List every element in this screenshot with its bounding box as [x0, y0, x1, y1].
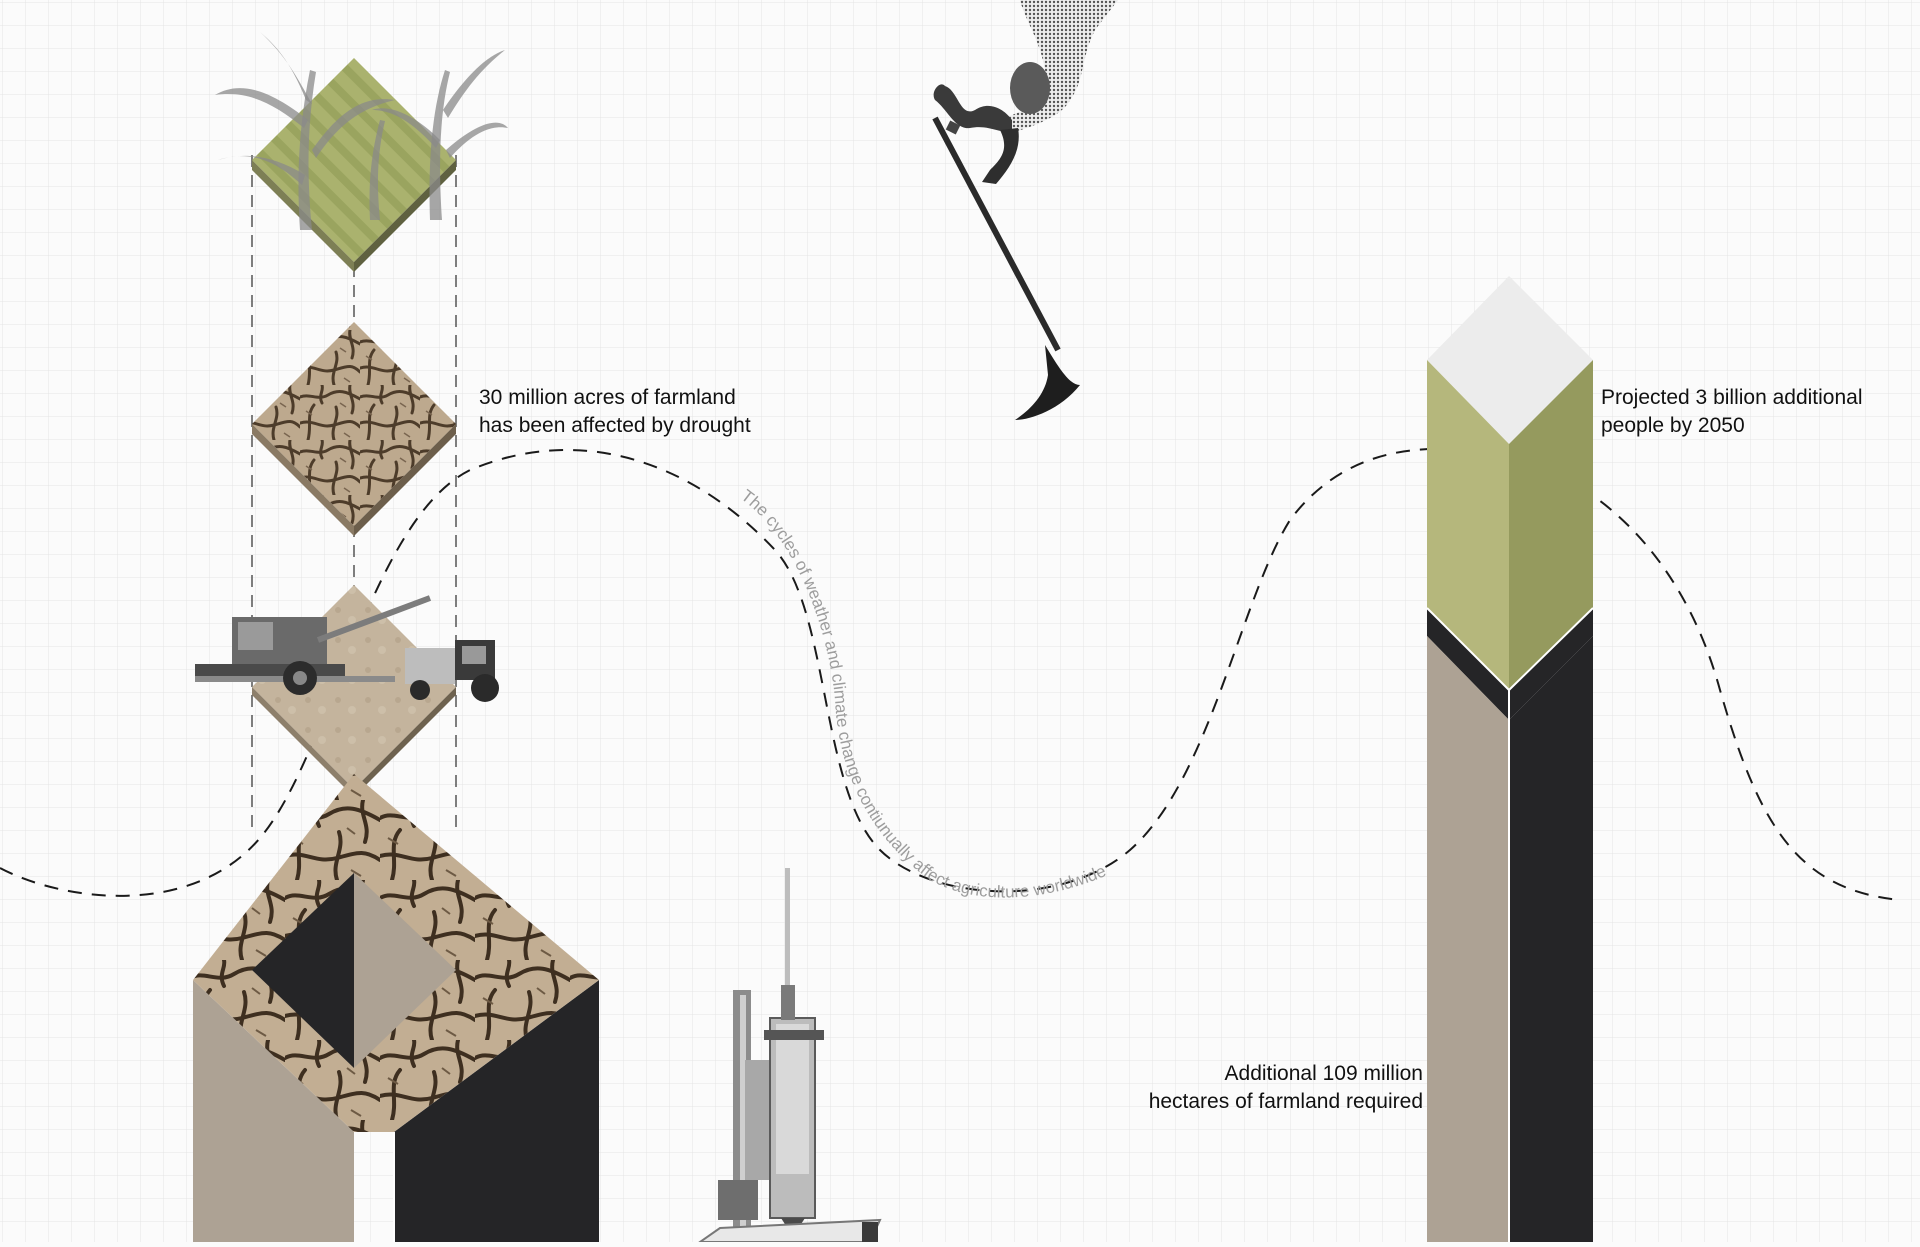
3d-printer-icon [696, 868, 882, 1243]
farmland-caption-line-1: Additional 109 million [1224, 1062, 1423, 1085]
farmland-required-caption: Additional 109 million hectares of farml… [1080, 1060, 1423, 1116]
drought-caption-line-2: has been affected by drought [479, 414, 751, 437]
population-growth-column [1426, 276, 1594, 1242]
drought-caption: 30 million acres of farmland has been af… [479, 384, 839, 440]
drought-soil-tile [252, 322, 456, 536]
farmer-with-hoe-icon [932, 0, 1118, 420]
population-caption: Projected 3 billion additional people by… [1601, 384, 1911, 440]
combine-harvester-icon [195, 595, 499, 702]
farmland-caption-line-2: hectares of farmland required [1148, 1090, 1423, 1113]
drought-caption-line-1: 30 million acres of farmland [479, 386, 736, 409]
population-caption-line-1: Projected 3 billion additional [1601, 386, 1863, 409]
farmland-loss-column [193, 774, 599, 1242]
population-caption-line-2: people by 2050 [1601, 414, 1745, 437]
corn-plant-icon [215, 32, 508, 230]
